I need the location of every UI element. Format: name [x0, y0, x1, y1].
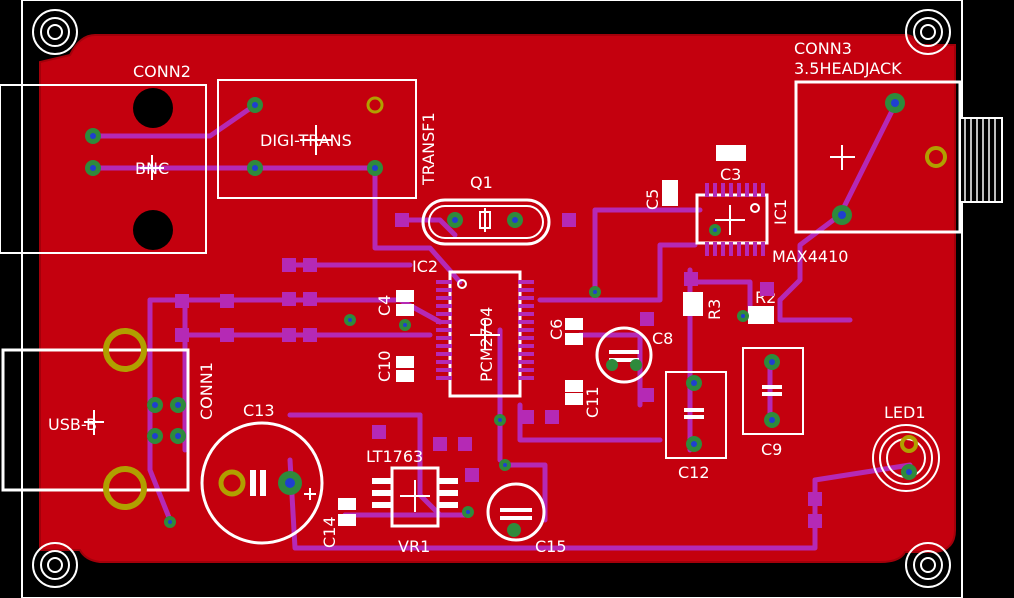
ic1-label: IC1: [771, 199, 790, 225]
c6-label: C6: [547, 319, 566, 340]
mounting-hole-top-left: [32, 9, 78, 55]
c8-label: C8: [652, 329, 673, 348]
cap-c9: C9: [742, 347, 804, 459]
electrolytic-cap-c15: C15: [486, 482, 567, 556]
digi-trans-transformer: DIGI-TRANS TRANSF1: [217, 79, 438, 199]
r3-label: R3: [705, 299, 724, 320]
headjack-label: 3.5HEADJACK: [794, 59, 902, 78]
electrolytic-cap-c8: C8: [595, 326, 673, 384]
c9-label: C9: [761, 440, 782, 459]
vr1-label: VR1: [398, 537, 430, 556]
vias: [164, 224, 749, 528]
c5-label: C5: [643, 189, 662, 210]
mounting-hole-bottom-right: [905, 542, 951, 588]
led1-label: LED1: [884, 403, 926, 422]
headjack-connector: CONN3 3.5HEADJACK: [794, 39, 1003, 234]
ic1-max4410: IC1 MAX4410: [695, 183, 848, 266]
conn2-label: CONN2: [133, 62, 191, 81]
ic2-label: IC2: [412, 257, 438, 276]
usb-b-connector: USB-B CONN1: [1, 328, 216, 510]
conn3-label: CONN3: [794, 39, 852, 58]
max4410-label: MAX4410: [772, 247, 848, 266]
smd-cap-c5: C5: [643, 180, 678, 210]
smd-cap-c6: C6: [547, 318, 583, 345]
c15-label: C15: [535, 537, 567, 556]
lt1763-label: LT1763: [366, 447, 423, 466]
bnc-connector: BNC CONN2: [0, 62, 207, 254]
smd-cap-c11: C11: [565, 380, 602, 418]
c3-label: C3: [720, 165, 741, 184]
led1: LED1: [872, 403, 940, 492]
mounting-hole-top-right: [905, 9, 951, 55]
smd-cap-c10: C10: [375, 350, 414, 382]
smd-cap-c14: C14: [320, 498, 356, 548]
c14-label: C14: [320, 516, 339, 548]
q1-label: Q1: [470, 173, 493, 192]
smd-cap-c4: C4: [375, 290, 414, 316]
c4-label: C4: [375, 295, 394, 316]
c10-label: C10: [375, 350, 394, 382]
resistor-r3: R3: [683, 292, 724, 320]
pcm2704-label: PCM2704: [477, 307, 496, 382]
ic2-pcm2704: PCM2704 IC2: [412, 257, 534, 398]
transf1-label: TRANSF1: [419, 112, 438, 186]
smd-pads: [175, 258, 822, 528]
crystal-q1: Q1: [395, 173, 576, 246]
electrolytic-cap-c13: C13: [200, 401, 324, 545]
usb-b-label: USB-B: [48, 415, 97, 434]
smd-cap-c3: C3: [716, 145, 746, 184]
c11-label: C11: [583, 386, 602, 418]
board-outline: [21, 0, 963, 598]
c12-label: C12: [678, 463, 710, 482]
mounting-hole-bottom-left: [32, 542, 78, 588]
conn1-label: CONN1: [197, 362, 216, 420]
bnc-label: BNC: [135, 159, 169, 178]
cap-c12: C12: [665, 371, 727, 482]
digi-trans-label: DIGI-TRANS: [260, 131, 352, 150]
regulator-vr1: LT1763 VR1: [366, 447, 458, 556]
c13-label: C13: [243, 401, 275, 420]
